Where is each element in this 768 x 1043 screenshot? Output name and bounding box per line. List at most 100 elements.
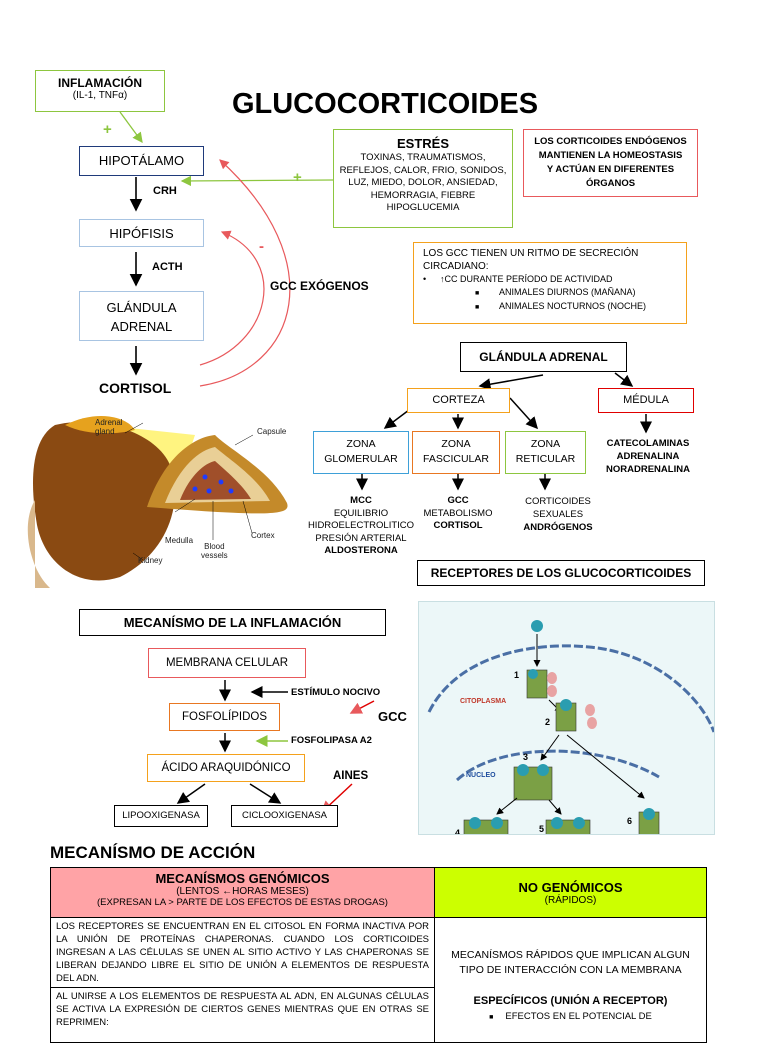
kidney-adrenal-image [27, 415, 288, 588]
adrenal-line: ADRENAL [110, 319, 173, 334]
efectos-text: EFECTOS EN EL POTENCIAL DE [505, 1011, 652, 1022]
minus-sign: - [259, 238, 264, 255]
gcc-exogenos-label: GCC EXÓGENOS [270, 279, 369, 293]
inflamacion-sub: (IL-1, TNFα) [72, 90, 128, 101]
plus-sign: + [293, 169, 302, 186]
medula-item: CATECOLAMINAS [606, 438, 690, 449]
receptores-title: RECEPTORES DE LOS GLUCOCORTICOIDES [417, 560, 705, 586]
ritmo-bullet: •↑CC DURANTE PERÍODO DE ACTIVIDAD [423, 274, 613, 284]
estres-line: HEMORRAGIA, FIEBRE [370, 189, 476, 201]
ciclooxigenasa-box: CICLOOXIGENASA [231, 805, 338, 827]
glomerular-item: MCC [350, 495, 372, 506]
reticular-item: ANDRÓGENOS [523, 522, 593, 533]
fosfolipasa-label: FOSFOLIPASA A2 [291, 735, 372, 746]
cell-diagram-graphic [427, 620, 714, 834]
fosfolipidos-box: FOSFOLÍPIDOS [169, 703, 280, 731]
blood-vessels-label: Blood vessels [201, 542, 228, 560]
glandula-adrenal-title: GLÁNDULA ADRENAL [460, 342, 627, 372]
inflamacion-box: INFLAMACIÓN (IL-1, TNFα) [35, 70, 165, 112]
page-title: GLUCOCORTICOIDES [231, 88, 539, 120]
no-genomicos-title: NO GENÓMICOS [518, 879, 623, 895]
corticoides-line: ÓRGANOS [585, 178, 636, 189]
table-row: LOS RECEPTORES SE ENCUENTRAN EN EL CITOS… [50, 917, 707, 1043]
acth-label: ACTH [152, 261, 183, 273]
corteza-box: CORTEZA [407, 388, 510, 413]
ritmo-line: LOS GCC TIENEN UN RITMO DE SECRECIÓN [423, 248, 639, 259]
estimulo-label: ESTÍMULO NOCIVO [291, 687, 381, 698]
step-number: 2 [545, 717, 551, 727]
fascicular-item: CORTISOL [433, 520, 483, 531]
adrenal-gland-text: Adrenal [95, 418, 123, 427]
zona-reticular-line: RETICULAR [515, 453, 576, 465]
corticoides-line: LOS CORTICOIDES ENDÓGENOS [534, 136, 687, 147]
zona-reticular-line: ZONA [530, 438, 561, 450]
medula-item: ADRENALINA [616, 451, 680, 462]
especificos-text: ESPECÍFICOS (UNIÓN A RECEPTOR) [473, 995, 668, 1007]
adrenal-gland-label: Adrenal gland [95, 418, 123, 436]
reticular-item: CORTICOIDES [525, 496, 591, 507]
glomerular-item: PRESIÓN ARTERIAL [315, 532, 407, 544]
mecanismo-accion-title: MECANÍSMO DE ACCIÓN [50, 843, 256, 862]
estres-line: TOXINAS, TRAUMATISMOS, [360, 152, 486, 163]
ritmo-sub-text: ANIMALES DIURNOS (MAÑANA) [499, 287, 636, 297]
blood-vessels-text: vessels [201, 551, 228, 560]
zona-reticular-box: ZONA RETICULAR [505, 431, 586, 474]
ritmo-bullet-text: ↑CC DURANTE PERÍODO DE ACTIVIDAD [440, 274, 613, 284]
fascicular-item: METABOLISMO [423, 507, 493, 519]
citoplasma-label: CITOPLASMA [460, 698, 507, 705]
zona-fascicular-line: FASCICULAR [423, 453, 489, 465]
nucleo-label: NUCLEO [466, 772, 496, 779]
glomerular-item: HIDROELECTROLITICO [307, 520, 415, 531]
step-number: 1 [514, 670, 520, 680]
kidney-label: Kidney [138, 556, 163, 565]
medula-item: NORADRENALINA [606, 464, 690, 475]
estres-line: REFLEJOS, CALOR, FRIO, SONIDOS, [339, 164, 507, 176]
fascicular-items: GCC METABOLISMO CORTISOL [412, 495, 504, 533]
mecanismo-table: MECANÍSMOS GENÓMICOS (LENTOS ←HORAS MESE… [50, 867, 707, 1043]
genomicos-title: MECANÍSMOS GENÓMICOS [155, 871, 330, 886]
medula-items: CATECOLAMINAS ADRENALINA NORADRENALINA [596, 437, 700, 476]
estres-line: LUZ, MIEDO, DOLOR, ANSIEDAD, [348, 177, 498, 188]
genomicos-sub: (LENTOS ←HORAS MESES) [176, 886, 309, 897]
table-header-row: MECANÍSMOS GENÓMICOS (LENTOS ←HORAS MESE… [50, 867, 707, 918]
capsule-label: Capsule [257, 427, 287, 436]
reticular-item: SEXUALES [532, 509, 584, 520]
estres-title: ESTRÉS [396, 136, 449, 151]
step-number: 3 [523, 752, 529, 762]
hipofisis-box: HIPÓFISIS [79, 219, 204, 247]
zona-fascicular-box: ZONA FASCICULAR [412, 431, 500, 474]
genomicos-sub: (EXPRESAN LA > PARTE DE LOS EFECTOS DE E… [97, 897, 388, 908]
no-genomicos-text: MECANÍSMOS RÁPIDOS QUE IMPLICAN ALGUN TI… [451, 949, 690, 976]
inflamacion-title: INFLAMACIÓN [58, 76, 142, 90]
adrenal-gland-text: gland [95, 427, 115, 436]
efectos-bullet: ■EFECTOS EN EL POTENCIAL DE [489, 1011, 652, 1022]
genomicos-cell: AL UNIRSE A LOS ELEMENTOS DE RESPUESTA A… [50, 987, 435, 1043]
cortisol-label: CORTISOL [99, 380, 172, 396]
ritmo-sub: ■ANIMALES DIURNOS (MAÑANA) [475, 287, 636, 297]
lipooxigenasa-box: LIPOOXIGENASA [114, 805, 208, 827]
fascicular-item: GCC [447, 495, 469, 506]
estres-box: ESTRÉS TOXINAS, TRAUMATISMOS, REFLEJOS, … [333, 129, 513, 228]
corticoides-line: MANTIENEN LA HOMEOSTASIS [538, 150, 683, 161]
reticular-items: CORTICOIDES SEXUALES ANDRÓGENOS [506, 495, 610, 534]
step-number: 6 [627, 816, 633, 826]
cortex-label: Cortex [251, 531, 275, 540]
step-number: 5 [539, 824, 545, 834]
no-genomicos-cell: MECANÍSMOS RÁPIDOS QUE IMPLICAN ALGUN TI… [434, 917, 707, 1043]
medulla-label: Medulla [165, 536, 194, 545]
ritmo-sub-text: ANIMALES NOCTURNOS (NOCHE) [499, 301, 647, 311]
estres-line: HIPOGLUCEMIA [386, 202, 460, 213]
membrana-box: MEMBRANA CELULAR [148, 648, 306, 678]
glandula-line: GLÁNDULA [106, 300, 177, 315]
no-genomicos-sub: (RÁPIDOS) [544, 894, 597, 906]
adrenal-illustration: Adrenal gland Capsule Cortex Medulla Blo… [25, 405, 298, 588]
zona-glomerular-box: ZONA GLOMERULAR [313, 431, 409, 474]
corticoides-box: LOS CORTICOIDES ENDÓGENOS MANTIENEN LA H… [523, 129, 698, 197]
genomicos-header: MECANÍSMOS GENÓMICOS (LENTOS ←HORAS MESE… [50, 867, 435, 918]
zona-glomerular-line: GLOMERULAR [324, 453, 398, 465]
ritmo-circadiano-box: LOS GCC TIENEN UN RITMO DE SECRECIÓN CIR… [413, 242, 687, 324]
plus-sign: + [103, 121, 112, 138]
crh-label: CRH [153, 185, 177, 197]
blood-vessels-text: Blood [204, 542, 225, 551]
